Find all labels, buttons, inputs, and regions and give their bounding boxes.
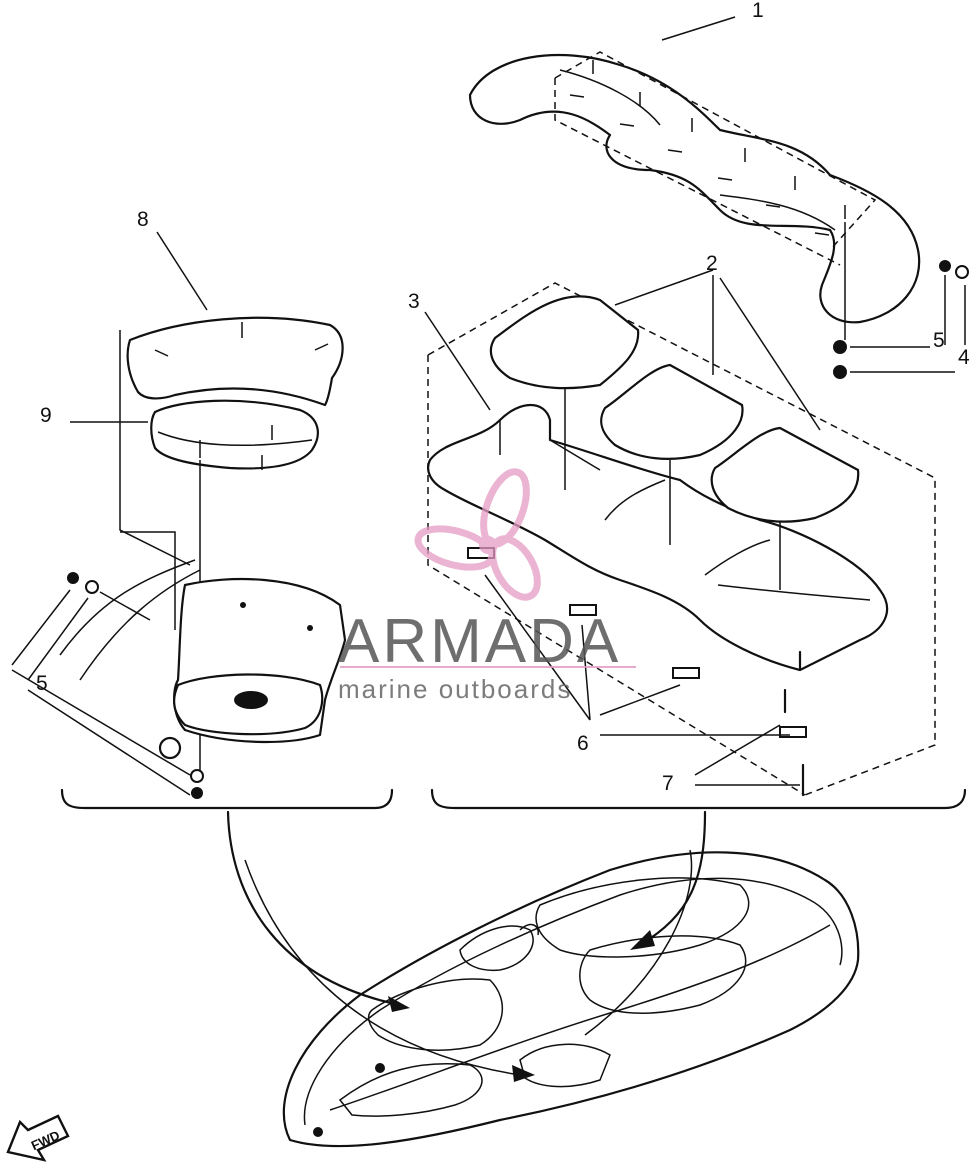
callout-3: 3	[408, 290, 420, 313]
leader-bracket-8-9	[119, 330, 191, 566]
callout-8: 8	[137, 208, 149, 231]
callout-5-left: 5	[36, 672, 48, 695]
part-5-fasteners-left	[11, 572, 204, 799]
leader-lines	[70, 16, 821, 431]
bracket-left	[60, 788, 394, 810]
callout-7: 7	[662, 772, 674, 795]
watermark-brand: ARMADA	[338, 607, 621, 676]
fwd-arrow: FWD	[6, 1114, 70, 1162]
armada-logo-icon	[414, 468, 541, 601]
callout-9: 9	[40, 404, 52, 427]
part-4-5-fasteners-right	[833, 260, 969, 379]
part-8-seat-back	[126, 316, 344, 407]
boat-overview	[226, 810, 860, 1148]
part-6-7-clips-screws	[467, 547, 807, 797]
watermark-tagline: marine outboards	[338, 674, 572, 704]
bracket-right	[430, 788, 967, 810]
part-1-rear-cushion	[468, 51, 921, 340]
callout-5-right: 5	[933, 329, 945, 352]
callout-1: 1	[752, 0, 764, 22]
callout-2: 2	[706, 252, 718, 275]
callout-4: 4	[958, 346, 970, 369]
part-3-seat-base	[427, 282, 936, 796]
callout-6: 6	[577, 732, 589, 755]
helm-seat-pedestal	[59, 559, 347, 760]
